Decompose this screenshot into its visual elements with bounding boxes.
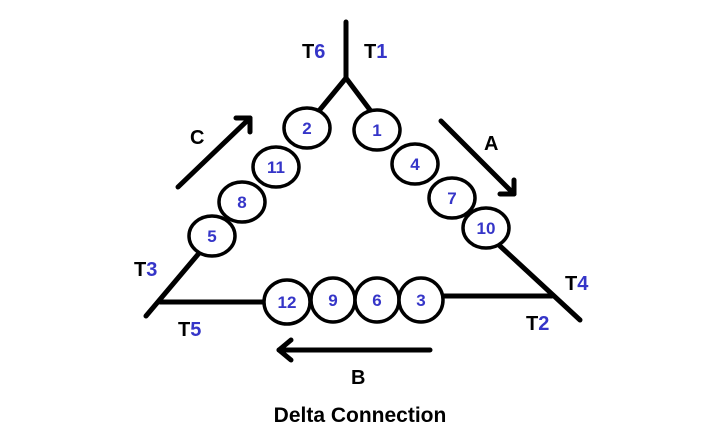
- terminal-labels: T6 T1 T3 T5 T4 T2: [134, 41, 589, 341]
- phase-a-arrow: [438, 118, 517, 197]
- coil-7: 7: [427, 176, 477, 220]
- terminal-t6-label: T6: [302, 41, 325, 63]
- coil-9-number: 9: [328, 291, 337, 310]
- coil-1-number: 1: [372, 121, 381, 140]
- coil-11-number: 11: [267, 158, 285, 177]
- coil-2-number: 2: [302, 119, 311, 138]
- terminal-t4-label: T4: [565, 273, 589, 295]
- terminal-t5-label: T5: [178, 319, 201, 341]
- coil-8: 8: [217, 180, 267, 224]
- phase-c-label: C: [190, 127, 204, 149]
- right-leg-wire-bottom: [497, 243, 583, 323]
- coil-3: 3: [397, 276, 445, 324]
- coil-2: 2: [282, 106, 332, 150]
- right-leg-wire-top: [343, 75, 373, 113]
- terminal-t3-label: T3: [134, 259, 157, 281]
- coil-5-number: 5: [207, 227, 216, 246]
- wires: [143, 19, 583, 323]
- coil-12-number: 12: [278, 293, 297, 312]
- terminal-t2-label: T2: [526, 313, 549, 335]
- coil-10-number: 10: [477, 219, 496, 238]
- coil-6: 6: [353, 276, 401, 324]
- coil-1: 1: [352, 108, 402, 152]
- diagram-caption: Delta Connection: [274, 404, 447, 427]
- left-leg-wire-top: [315, 75, 349, 115]
- coil-11: 11: [251, 145, 301, 189]
- phase-a-label: A: [484, 133, 498, 155]
- coil-8-number: 8: [237, 193, 246, 212]
- phase-b-arrow: [276, 337, 433, 363]
- coil-4: 4: [390, 142, 440, 186]
- phase-arrows: C A B: [175, 115, 517, 389]
- phase-b-label: B: [351, 367, 365, 389]
- coil-5: 5: [187, 214, 237, 258]
- coil-9: 9: [309, 276, 357, 324]
- coil-7-number: 7: [447, 189, 456, 208]
- coil-4-number: 4: [410, 155, 420, 174]
- coil-6-number: 6: [372, 291, 381, 310]
- left-leg-wire-bottom: [143, 249, 203, 319]
- terminal-t1-label: T1: [364, 41, 387, 63]
- coil-3-number: 3: [416, 291, 425, 310]
- coil-10: 10: [461, 206, 511, 250]
- coils: 2 11 8 5 1 4 7 10: [187, 106, 511, 326]
- phase-c-arrow: [175, 115, 253, 190]
- coil-12: 12: [262, 278, 312, 326]
